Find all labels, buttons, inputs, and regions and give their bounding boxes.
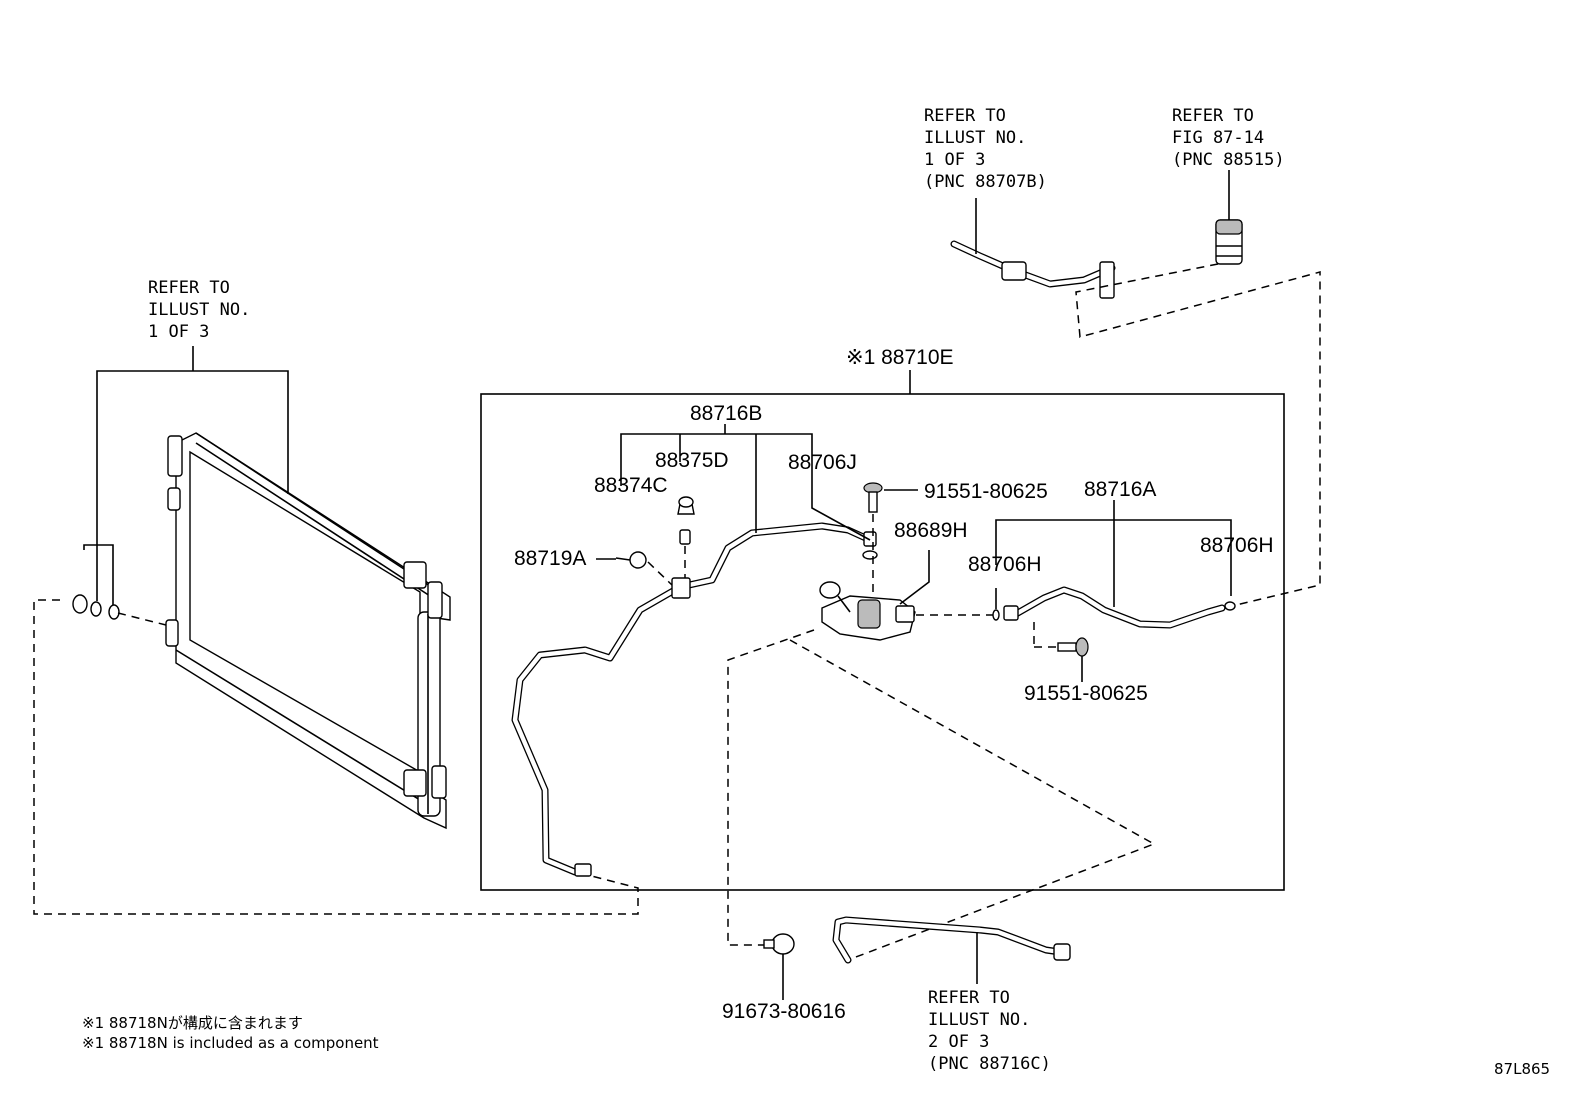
pipe-88716c <box>832 916 1071 964</box>
bolt-91551-top <box>863 482 883 513</box>
svg-text:ILLUST NO.: ILLUST NO. <box>148 300 250 320</box>
svg-text:FIG 87-14: FIG 87-14 <box>1172 128 1264 148</box>
svg-text:REFER TO: REFER TO <box>928 988 1010 1008</box>
svg-text:2 OF 3: 2 OF 3 <box>928 1032 989 1052</box>
pipe-88716a <box>1003 586 1226 629</box>
sensor-91673 <box>763 933 795 955</box>
ref-pnc-88716c: REFER TO ILLUST NO. 2 OF 3 (PNC 88716C) <box>928 988 1051 1074</box>
svg-text:ILLUST NO.: ILLUST NO. <box>924 128 1026 148</box>
svg-text:REFER TO: REFER TO <box>924 106 1006 126</box>
svg-text:1 OF 3: 1 OF 3 <box>148 322 209 342</box>
label-88375d: 88375D <box>655 449 729 472</box>
note-en: ※1 88718N is included as a component <box>82 1034 379 1052</box>
svg-text:ILLUST NO.: ILLUST NO. <box>928 1010 1030 1030</box>
label-88689h: 88689H <box>894 519 968 542</box>
svg-text:(PNC 88716C): (PNC 88716C) <box>928 1054 1051 1074</box>
svg-text:(PNC 88515): (PNC 88515) <box>1172 150 1285 170</box>
label-88716b: 88716B <box>690 402 762 425</box>
svg-text:REFER TO: REFER TO <box>148 278 230 298</box>
bolt-91551-bottom <box>1057 637 1089 657</box>
condenser <box>165 432 451 830</box>
label-88719a: 88719A <box>514 547 586 570</box>
assembly-box <box>480 393 1285 891</box>
valve-block-88689h <box>819 581 916 641</box>
label-91551-top: 91551-80625 <box>924 480 1048 503</box>
label-88374c: 88374C <box>594 474 668 497</box>
fitting-88515 <box>1215 219 1243 265</box>
note-jp: ※1 88718Nが構成に含まれます <box>82 1014 303 1032</box>
ref-pnc-88707b: REFER TO ILLUST NO. 1 OF 3 (PNC 88707B) <box>924 106 1047 192</box>
figure-id: 87L865 <box>1494 1060 1550 1078</box>
label-88706h-right: 88706H <box>1200 534 1274 557</box>
label-88710e: ※1 88710E <box>846 346 954 369</box>
svg-text:REFER TO: REFER TO <box>1172 106 1254 126</box>
ref-condenser: REFER TO ILLUST NO. 1 OF 3 <box>148 278 250 342</box>
label-88706h-left: 88706H <box>968 553 1042 576</box>
svg-text:1 OF 3: 1 OF 3 <box>924 150 985 170</box>
label-88706j: 88706J <box>788 451 857 474</box>
svg-text:(PNC 88707B): (PNC 88707B) <box>924 172 1047 192</box>
ref-fig-87-14: REFER TO FIG 87-14 (PNC 88515) <box>1172 106 1285 170</box>
label-91551-bottom: 91551-80625 <box>1024 682 1148 705</box>
label-91673: 91673-80616 <box>722 1000 846 1023</box>
pipe-88716b <box>511 522 877 877</box>
label-88716a: 88716A <box>1084 478 1156 501</box>
